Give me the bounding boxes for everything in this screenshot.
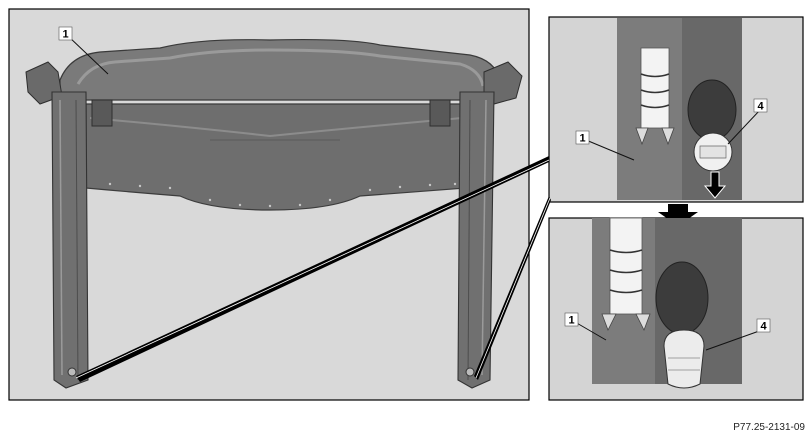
callout-label: 1 [62,29,68,41]
callout-label: 1 [568,315,574,327]
sunroof-frame [25,38,523,389]
callout-leader [67,35,109,75]
callout-label: 4 [757,101,764,113]
reference-code: P77.25-2131-09 [733,422,805,433]
arrow-down-icon [703,171,727,199]
callout-box [58,26,73,41]
callout-label: 4 [760,321,767,333]
zoom-leader-lines [75,156,551,382]
detail-top-panel: 1 4 [548,16,804,203]
arrow-down-icon [658,204,698,226]
main-panel: 1 [8,8,530,401]
callout-label: 1 [579,133,585,145]
detail-bottom-panel: 1 4 [548,217,804,401]
